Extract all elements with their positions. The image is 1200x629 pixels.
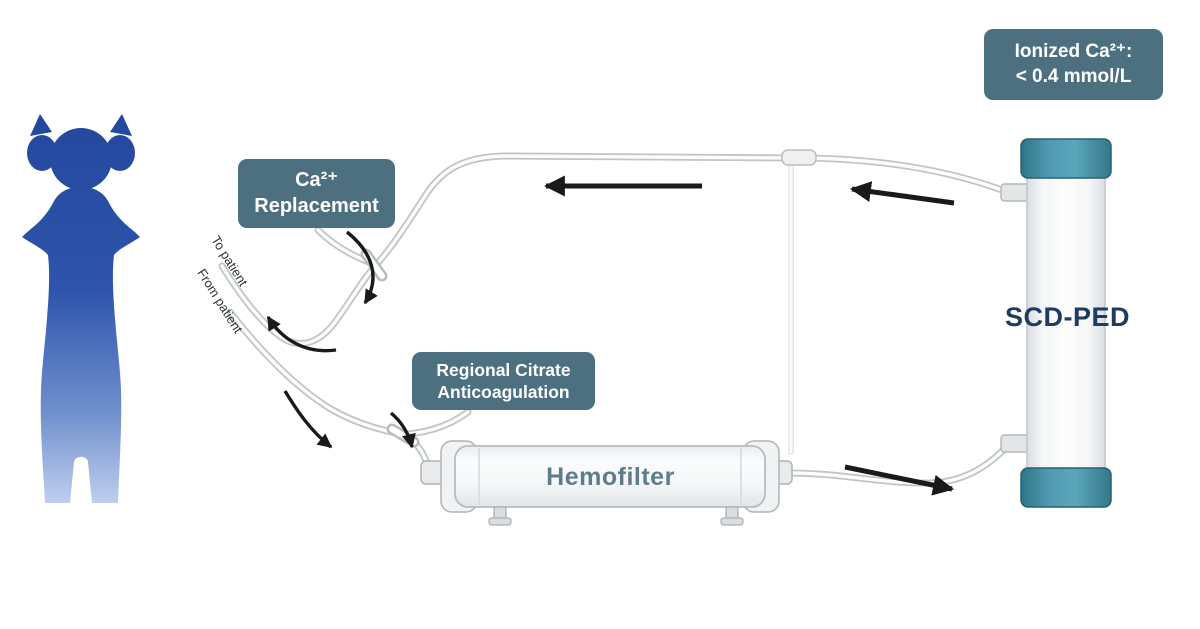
scd-body <box>1026 167 1106 479</box>
hemofilter-title: Hemofilter <box>546 463 675 491</box>
scd-ped-cartridge <box>1000 138 1112 508</box>
calcium-replacement-line2: Replacement <box>254 194 379 217</box>
hemofilter-device <box>420 440 793 526</box>
hemofilter-bottom-port-right <box>720 506 744 526</box>
child-silhouette <box>22 114 140 503</box>
return-line-tube <box>218 152 1014 348</box>
calcium-replacement-line1: Ca²⁺ <box>295 168 338 191</box>
regional-citrate-label: Regional Citrate Anticoagulation <box>412 352 595 410</box>
flow-arrow-citrate-curve <box>389 411 416 449</box>
scd-cap-bottom <box>1020 467 1112 508</box>
regional-citrate-line2: Anticoagulation <box>437 382 570 402</box>
tube-coupler <box>781 149 817 166</box>
hemofilter-bottom-port-left <box>488 506 512 526</box>
flow-arrow-to-patient-curve <box>266 315 337 353</box>
regional-citrate-line1: Regional Citrate <box>436 359 571 380</box>
flow-arrow-to-scd <box>844 464 955 496</box>
citrate-infusion-tube <box>396 408 472 439</box>
calcium-replacement-label: Ca²⁺ Replacement <box>238 159 395 228</box>
flow-arrow-calcium-curve <box>345 230 378 305</box>
flow-arrows <box>266 175 955 496</box>
ionized-calcium-line2: < 0.4 mmol/L <box>1015 65 1132 87</box>
ionized-calcium-line1: Ionized Ca²⁺: <box>1014 41 1133 63</box>
hemofilter-body <box>454 445 766 508</box>
flow-arrow-from-patient-curve <box>283 390 333 449</box>
access-line-tube <box>226 308 436 476</box>
flow-arrow-return-right <box>849 181 955 206</box>
scd-cap-top <box>1020 138 1112 179</box>
ionized-calcium-label: Ionized Ca²⁺: < 0.4 mmol/L <box>984 29 1163 100</box>
scd-ped-title: SCD-PED <box>1004 302 1130 332</box>
